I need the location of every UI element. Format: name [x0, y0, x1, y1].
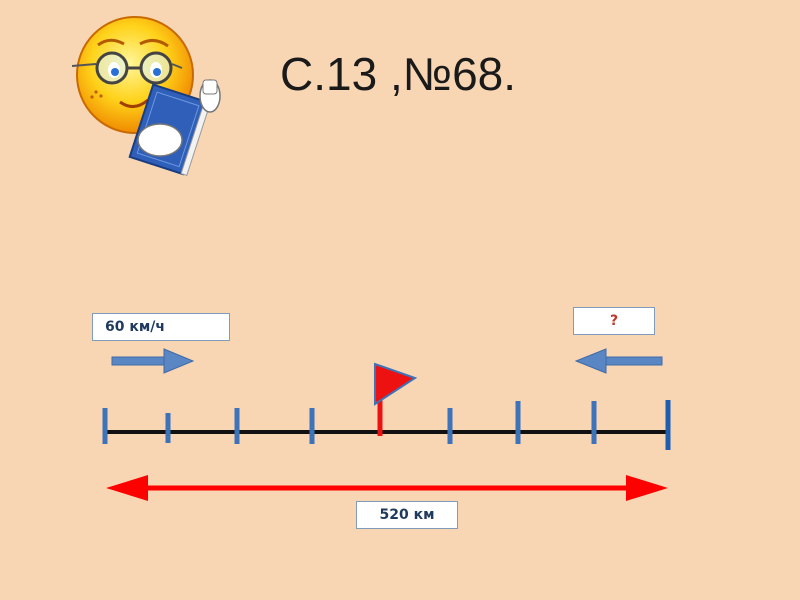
arrow-left-icon — [576, 349, 662, 373]
flag-icon — [375, 364, 415, 404]
smiley-reading-book-icon — [72, 17, 220, 175]
arrow-right-icon — [112, 349, 193, 373]
total-distance-label: 520 км — [356, 501, 458, 529]
distance-double-arrow-icon — [106, 475, 668, 501]
first-speed-label: 60 км/ч — [92, 313, 230, 341]
unknown-speed-label: ? — [573, 307, 655, 335]
